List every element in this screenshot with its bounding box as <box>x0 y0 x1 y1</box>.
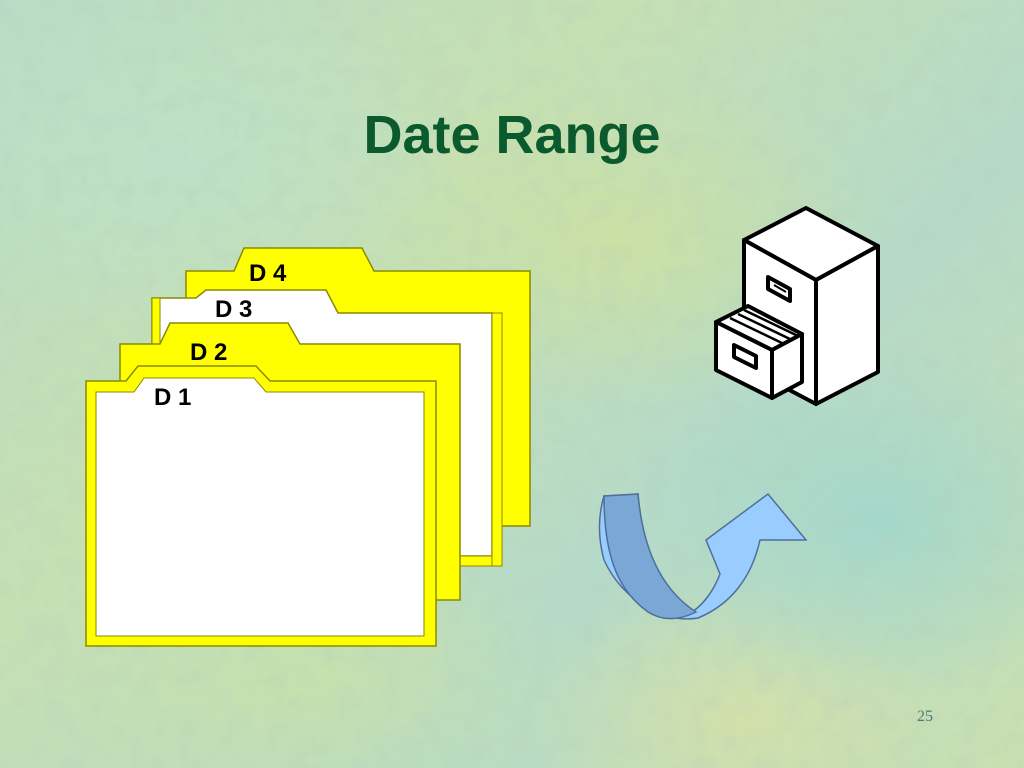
folder-d1-label: D 1 <box>154 384 191 411</box>
slide-title: Date Range <box>363 105 661 165</box>
folder-d2-label: D 2 <box>190 339 227 366</box>
folder-d3-label: D 3 <box>215 296 252 323</box>
filing-cabinet-icon <box>714 206 880 406</box>
page-number: 25 <box>917 708 933 725</box>
curved-arrow-icon <box>598 492 808 620</box>
folder-d1: D 1 <box>85 365 437 647</box>
folder-d4-label: D 4 <box>249 260 287 287</box>
